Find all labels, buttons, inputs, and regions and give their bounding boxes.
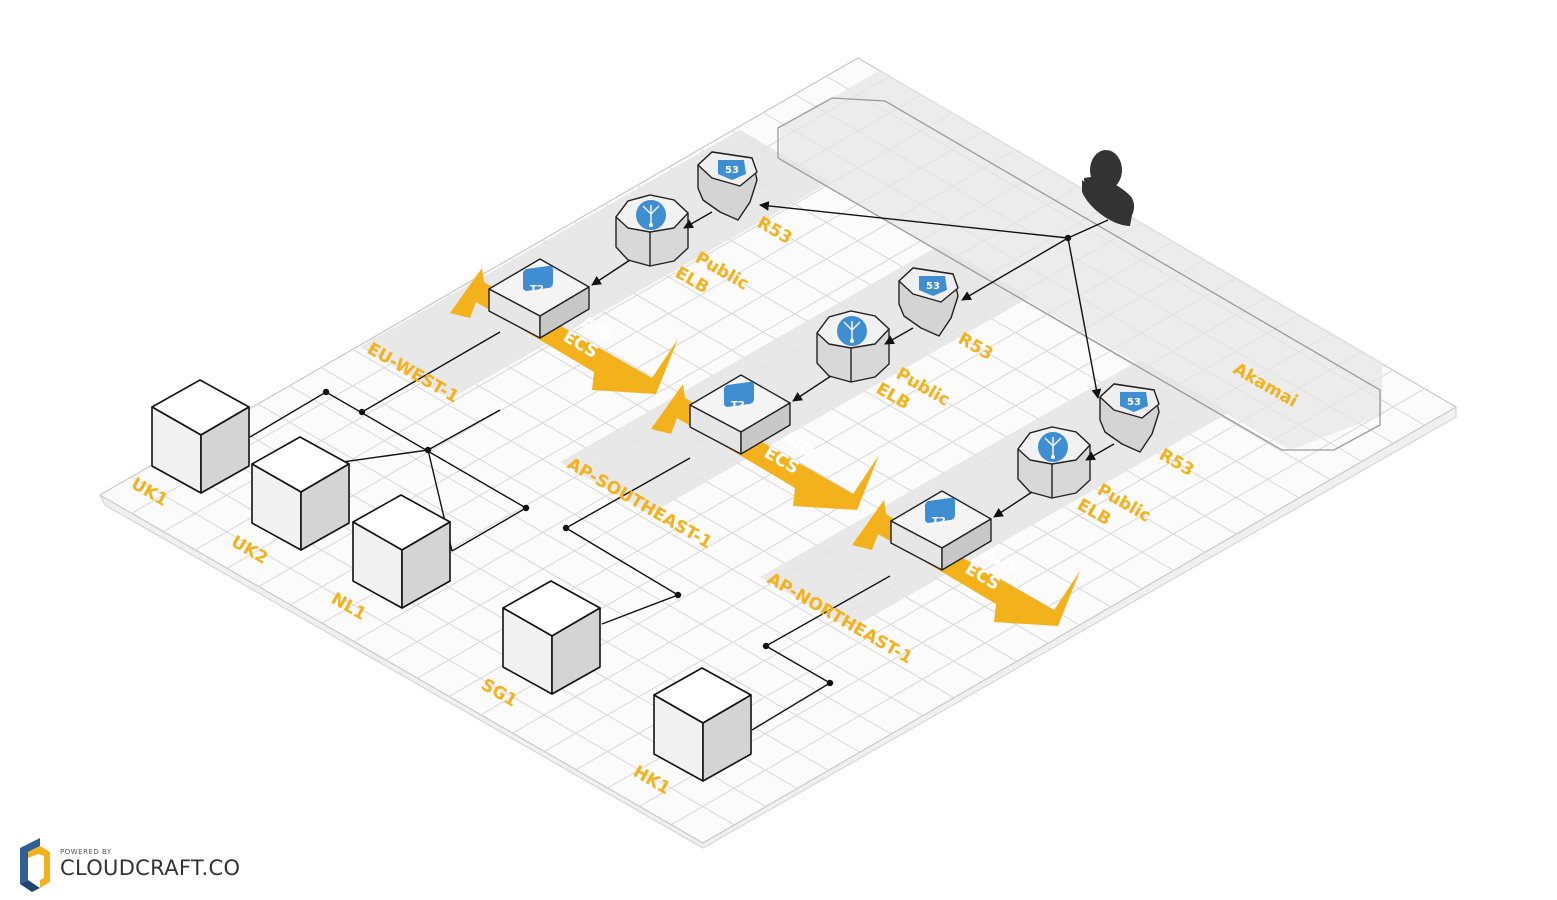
load-balancer-icon bbox=[1038, 432, 1068, 462]
route53-icon: 53 bbox=[1120, 392, 1148, 412]
datacenter-cube-nl1 bbox=[352, 494, 451, 609]
t2-badge-label: T2 bbox=[932, 516, 946, 527]
cloudcraft-logo: POWERED BY CLOUDCRAFT.CO bbox=[18, 836, 240, 892]
datacenter-cube-uk1 bbox=[151, 379, 250, 494]
route53-icon: 53 bbox=[919, 276, 947, 296]
datacenter-cube-hk1 bbox=[653, 667, 752, 782]
t2-instance-icon: T2 bbox=[925, 497, 955, 527]
user-icon bbox=[1082, 150, 1135, 226]
t2-badge-label: T2 bbox=[530, 284, 544, 295]
akamai-zone bbox=[777, 70, 1382, 451]
t2-instance-icon: T2 bbox=[724, 381, 754, 411]
route53-icon: 53 bbox=[718, 160, 746, 180]
t2-instance-icon: T2 bbox=[523, 265, 553, 295]
powered-by-text: POWERED BY bbox=[60, 848, 112, 856]
load-balancer-icon bbox=[837, 316, 867, 346]
datacenter-cube-uk2 bbox=[251, 436, 350, 551]
route53-badge-label: 53 bbox=[926, 281, 940, 292]
logo-name: CLOUDCRAFT.CO bbox=[60, 856, 241, 880]
user-traffic-arrows bbox=[759, 201, 1109, 399]
route53-badge-label: 53 bbox=[1127, 397, 1141, 408]
t2-badge-label: T2 bbox=[731, 400, 745, 411]
datacenter-cube-sg1 bbox=[502, 580, 601, 695]
route53-badge-label: 53 bbox=[725, 165, 739, 176]
cloudcraft-logo-icon bbox=[20, 838, 50, 892]
junction-dots bbox=[322, 234, 1072, 687]
load-balancer-icon bbox=[636, 200, 666, 230]
